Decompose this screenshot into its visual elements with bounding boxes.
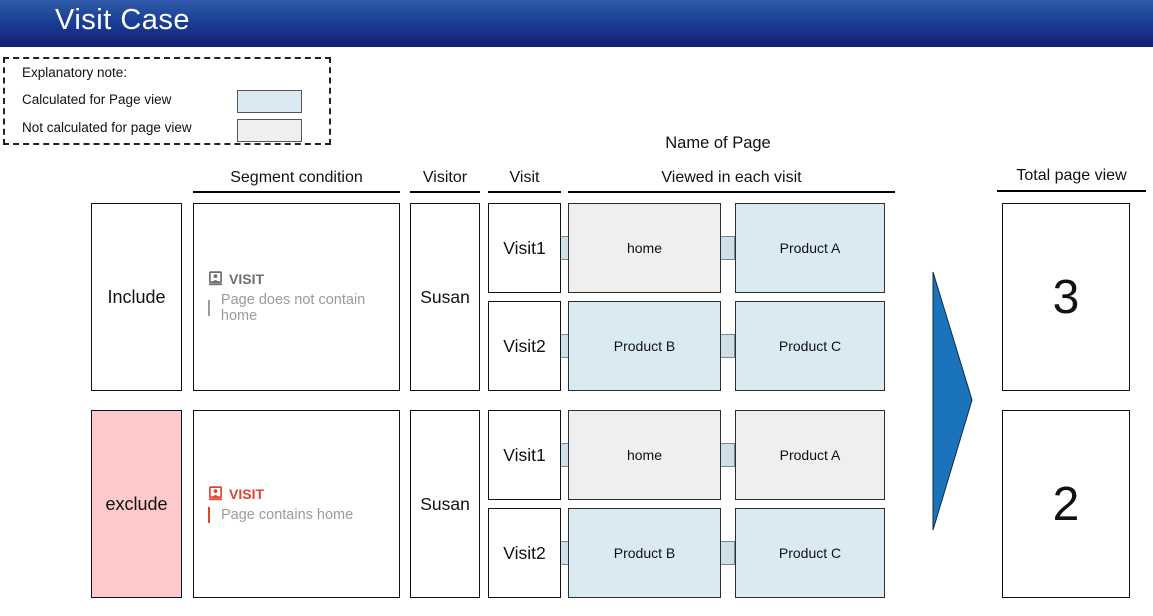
title-bar: Visit Case <box>0 0 1153 47</box>
visit-box: Visit2 <box>488 301 561 391</box>
visit-label: Visit2 <box>503 542 546 563</box>
page-title: Visit Case <box>55 4 191 36</box>
connector <box>720 443 735 467</box>
page-name: Product A <box>779 447 841 463</box>
right-arrow-icon <box>932 271 973 531</box>
mode-box-exclude: exclude <box>91 410 182 598</box>
connector <box>720 334 735 358</box>
segment-condition-box-exclude: VISIT Page contains home <box>193 410 400 598</box>
mode-box-include: Include <box>91 203 182 391</box>
segment-condition-text: Page does not contain home <box>220 291 366 324</box>
visit-icon <box>208 486 223 501</box>
page-name: Product B <box>613 338 676 354</box>
page-name: Product C <box>778 545 842 561</box>
total-page-view-value: 3 <box>1052 270 1080 324</box>
visit-label: Visit2 <box>503 335 546 356</box>
page-box: Product B <box>568 508 721 598</box>
page-box: Product A <box>735 410 885 500</box>
column-header-visitor: Visitor <box>422 169 468 186</box>
visit-label: Visit1 <box>503 444 546 465</box>
page-box: home <box>568 203 721 293</box>
underline-segment-condition <box>193 191 400 193</box>
page-box: Product A <box>735 203 885 293</box>
page-box: home <box>568 410 721 500</box>
legend-title: Explanatory note: <box>22 65 128 80</box>
visitor-name: Susan <box>420 286 470 307</box>
visit-icon <box>208 271 223 286</box>
visitor-name: Susan <box>420 493 470 514</box>
table-row-exclude: exclude VISIT Page contains home Susan <box>0 410 1153 598</box>
column-header-segment-condition: Segment condition <box>230 169 363 186</box>
total-page-view-box: 3 <box>1002 203 1130 391</box>
segment-scope-label: VISIT <box>229 270 265 287</box>
visit-label: Visit1 <box>503 237 546 258</box>
condition-pipe <box>208 506 210 523</box>
column-header-total-page-view: Total page view <box>1016 167 1127 184</box>
not-calculated-swatch <box>237 119 302 142</box>
segment-condition-box-include: VISIT Page does not contain home <box>193 203 400 391</box>
underline-visitor <box>410 191 480 193</box>
visit-box: Visit1 <box>488 410 561 500</box>
connector <box>720 236 735 260</box>
underline-viewed-in-each-visit <box>568 191 895 193</box>
condition-pipe <box>208 299 210 316</box>
page-name: Product B <box>613 545 676 561</box>
page-name: Product A <box>779 240 841 256</box>
page-box: Product C <box>735 301 885 391</box>
page-box: Product B <box>568 301 721 391</box>
visit-box: Visit1 <box>488 203 561 293</box>
visitor-box: Susan <box>410 410 480 598</box>
calculated-swatch <box>237 90 302 113</box>
underline-total-page-view <box>997 190 1146 192</box>
legend-item-calculated-label: Calculated for Page view <box>22 92 172 107</box>
legend-box: Explanatory note: Calculated for Page vi… <box>3 57 331 145</box>
page-name: home <box>626 447 663 463</box>
mode-label: exclude <box>105 493 168 514</box>
page-name: Product C <box>778 338 842 354</box>
column-header-visit: Visit <box>509 169 540 186</box>
table-row-include: Include VISIT Page does not contain home… <box>0 203 1153 391</box>
page-name: home <box>626 240 663 256</box>
page-box: Product C <box>735 508 885 598</box>
segment-scope-label: VISIT <box>229 485 265 502</box>
total-page-view-box: 2 <box>1002 410 1130 598</box>
visitor-box: Susan <box>410 203 480 391</box>
segment-condition-text: Page contains home <box>221 506 354 523</box>
legend-item-not-calculated-label: Not calculated for page view <box>22 120 192 135</box>
total-page-view-value: 2 <box>1052 477 1080 531</box>
visit-box: Visit2 <box>488 508 561 598</box>
column-header-name-of-page: Name of Page <box>665 134 771 152</box>
connector <box>720 541 735 565</box>
column-header-viewed-in-each-visit: Viewed in each visit <box>661 169 802 186</box>
mode-label: Include <box>107 286 166 307</box>
underline-visit <box>488 191 561 193</box>
